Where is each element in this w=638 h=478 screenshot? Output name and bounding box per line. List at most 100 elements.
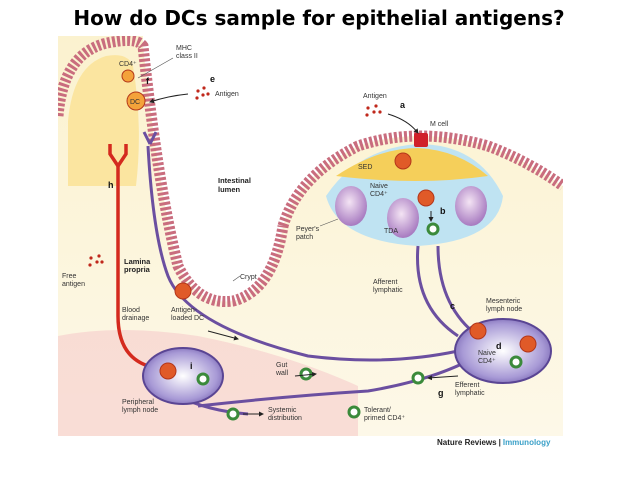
label-blood-1: Blood xyxy=(122,307,140,314)
label-blood-2: drainage xyxy=(122,315,149,322)
blood-vessel-branch-1 xyxy=(108,144,120,167)
label-mhc-1: MHC xyxy=(176,45,192,52)
dc-lamina xyxy=(174,282,192,300)
svg-text:Naive: Naive xyxy=(478,350,496,357)
follicle-3 xyxy=(455,186,487,226)
label-dc: DC xyxy=(130,99,140,106)
letter-h: h xyxy=(108,180,114,190)
label-mhc-2: class II xyxy=(176,53,198,60)
label-pln-2: lymph node xyxy=(122,407,158,414)
label-efferent-2: lymphatic xyxy=(455,390,485,397)
t-cell-efferent xyxy=(411,371,425,385)
label-naive-1: Naive xyxy=(370,183,388,190)
label-systemic-1: Systemic xyxy=(268,407,297,414)
dc-ln-1 xyxy=(469,322,487,340)
svg-text:Antigen: Antigen xyxy=(363,93,387,100)
label-tda: TDA xyxy=(384,228,398,235)
m-cell xyxy=(414,133,428,147)
diagram: MHC class II CD4⁺ DC Antigen Antigen M c… xyxy=(58,36,563,436)
svg-text:distribution: distribution xyxy=(268,415,302,422)
intestinal-lumen xyxy=(143,36,563,302)
svg-text:class II: class II xyxy=(176,53,198,60)
follicle-2 xyxy=(387,198,419,238)
antigen-dot xyxy=(89,256,93,260)
svg-text:Systemic: Systemic xyxy=(268,407,297,414)
letter-i: i xyxy=(190,361,193,371)
svg-text:Blood: Blood xyxy=(122,307,140,314)
svg-text:Intestinal: Intestinal xyxy=(218,176,251,185)
label-sed: SED xyxy=(358,164,372,171)
lymphatic-cap xyxy=(142,131,158,145)
dc-cd4-top xyxy=(121,69,135,83)
antigen-dot xyxy=(196,89,200,93)
svg-text:lymphatic: lymphatic xyxy=(455,390,485,397)
svg-text:Efferent: Efferent xyxy=(455,382,479,389)
letter-f: f xyxy=(146,76,150,86)
label-naive-ln-2: CD4⁺ xyxy=(478,358,496,365)
svg-text:primed CD4⁺: primed CD4⁺ xyxy=(364,415,405,422)
label-afferent-2: lymphatic xyxy=(373,287,403,294)
label-systemic-2: distribution xyxy=(268,415,302,422)
label-mln-2: lymph node xyxy=(486,306,522,313)
sed-region xyxy=(336,148,488,181)
svg-text:Tolerant/: Tolerant/ xyxy=(364,407,391,414)
dc-villus xyxy=(126,91,146,111)
dc-peripheral xyxy=(159,362,177,380)
label-lumen-2: lumen xyxy=(218,185,241,194)
svg-text:Antigen: Antigen xyxy=(215,91,239,98)
svg-text:CD4⁺: CD4⁺ xyxy=(119,61,137,68)
label-naive-ln-1: Naive xyxy=(478,350,496,357)
t-cell-ln xyxy=(509,355,523,369)
label-aldc-2: loaded DC xyxy=(171,315,204,322)
label-crypt: Crypt xyxy=(240,274,257,281)
blood-vessel-branch-2 xyxy=(116,144,128,167)
svg-text:lymphatic: lymphatic xyxy=(373,287,403,294)
label-cd4-top: CD4⁺ xyxy=(119,61,137,68)
svg-text:DC: DC xyxy=(130,99,140,106)
letter-c: c xyxy=(450,301,455,311)
letter-g: g xyxy=(438,388,444,398)
villus-core xyxy=(68,55,139,186)
label-naive-2: CD4⁺ xyxy=(370,191,388,198)
svg-text:antigen: antigen xyxy=(62,281,85,288)
label-lp-2: propria xyxy=(124,265,151,274)
svg-text:SED: SED xyxy=(358,164,372,171)
svg-text:loaded DC: loaded DC xyxy=(171,315,204,322)
leader-crypt xyxy=(232,275,241,282)
label-tolerant-1: Tolerant/ xyxy=(364,407,391,414)
peripheral-lymph-node xyxy=(142,347,224,405)
svg-text:lymph node: lymph node xyxy=(486,306,522,313)
svg-text:propria: propria xyxy=(124,265,151,274)
label-peyers-2: patch xyxy=(296,234,313,241)
label-gut-1: Gut xyxy=(276,362,287,369)
leader-mhc xyxy=(137,57,174,79)
label-mln-1: Mesenteric xyxy=(486,298,521,305)
dc-ln-2 xyxy=(519,335,537,353)
label-peyers-1: Peyer's xyxy=(296,226,320,233)
t-cell-systemic xyxy=(226,407,240,421)
arrow-ln-efferent xyxy=(427,375,459,381)
svg-text:drainage: drainage xyxy=(122,315,149,322)
svg-text:CD4⁺: CD4⁺ xyxy=(370,191,388,198)
svg-text:Lamina: Lamina xyxy=(124,257,151,266)
svg-text:lumen: lumen xyxy=(218,185,241,194)
svg-text:M cell: M cell xyxy=(430,121,449,128)
credit-section: Immunology xyxy=(502,438,551,447)
lymphatic-villus xyxy=(146,145,459,362)
label-antigen-villus: Antigen xyxy=(215,91,239,98)
label-pln-1: Peripheral xyxy=(122,399,154,406)
svg-text:Antigen-: Antigen- xyxy=(171,307,198,314)
letter-b: b xyxy=(440,206,446,216)
svg-text:Naive: Naive xyxy=(370,183,388,190)
svg-text:Mesenteric: Mesenteric xyxy=(486,298,521,305)
antigen-dot xyxy=(366,106,370,110)
svg-text:CD4⁺: CD4⁺ xyxy=(478,358,496,365)
label-free-2: antigen xyxy=(62,281,85,288)
t-cell-gut xyxy=(299,367,313,381)
label-tolerant-2: primed CD4⁺ xyxy=(364,415,405,422)
dc-tda xyxy=(417,189,435,207)
letter-d: d xyxy=(496,341,502,351)
afferent-lymphatic-1 xyxy=(416,245,459,338)
efferent-lymphatic xyxy=(197,359,469,408)
label-lumen-1: Intestinal xyxy=(218,176,251,185)
